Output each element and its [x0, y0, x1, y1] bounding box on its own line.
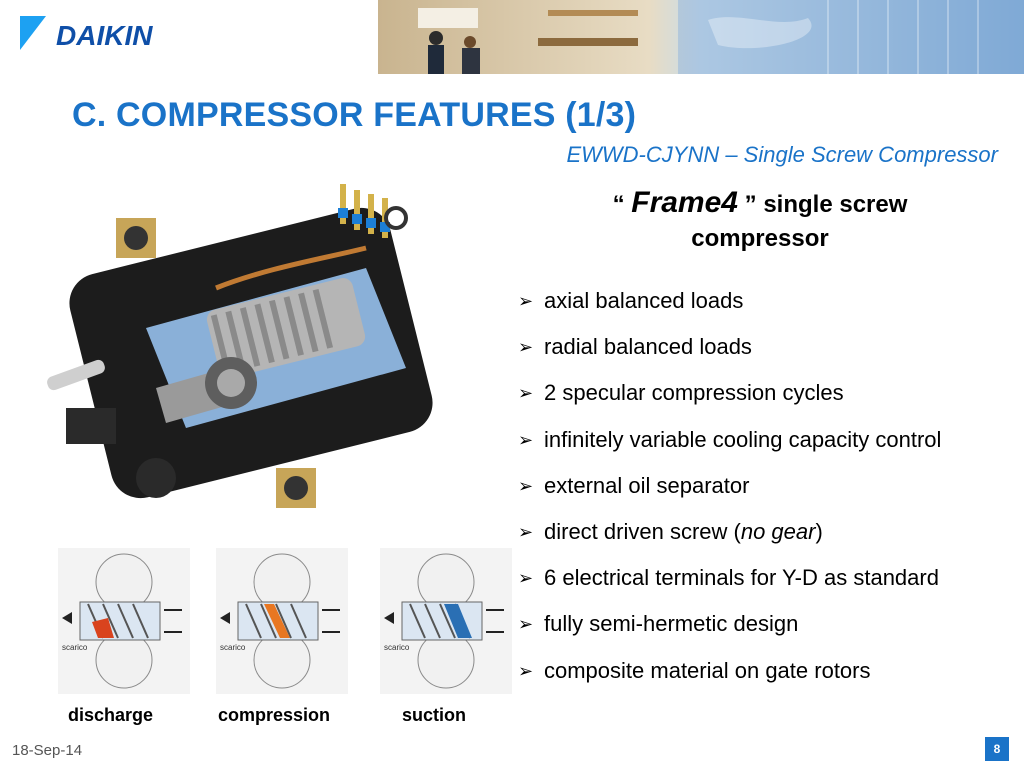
compressor-cutaway-image — [47, 184, 433, 508]
header-banner-image — [378, 0, 1024, 74]
close-quote: ” — [737, 191, 757, 218]
feature-text: direct driven screw (no gear) — [544, 516, 823, 548]
feature-item: ➢ infinitely variable cooling capacity co… — [518, 424, 941, 470]
feature-item: ➢ 6 electrical terminals for Y-D as stand… — [518, 562, 941, 608]
compression-label: compression — [218, 705, 331, 725]
arrow-bullet-icon: ➢ — [518, 291, 534, 311]
diagram-inner-label: scarico — [62, 643, 88, 652]
compression-diagram: scarico — [216, 548, 348, 694]
daikin-logo: DAIKIN — [20, 16, 153, 51]
frame-model: Frame4 — [631, 186, 738, 219]
arrow-bullet-icon: ➢ — [518, 475, 534, 496]
feature-item: ➢ external oil separator — [518, 470, 941, 516]
slide-subtitle: EWWD-CJYNN – Single Screw Compressor — [566, 142, 998, 167]
arrow-bullet-icon: ➢ — [518, 383, 534, 404]
arrow-bullet-icon: ➢ — [518, 337, 534, 358]
feature-text: external oil separator — [544, 472, 750, 498]
feature-text: fully semi-hermetic design — [544, 611, 799, 637]
slide-date: 18-Sep-14 — [12, 742, 83, 759]
feature-text-after: ) — [815, 518, 823, 544]
feature-text: axial balanced loads — [544, 288, 744, 313]
discharge-diagram: scarico — [58, 548, 190, 694]
feature-text: 6 electrical terminals for Y-D as standa… — [544, 565, 939, 591]
frame-heading-line1: “ Frame4 ” single screw — [560, 186, 960, 222]
feature-item: ➢ direct driven screw (no gear) — [518, 516, 941, 562]
feature-item: ➢ 2 specular compression cycles — [518, 377, 941, 423]
suction-label: suction — [402, 705, 467, 725]
frame-heading-rest: single screw — [756, 191, 908, 218]
feature-text-italic: no gear — [740, 518, 816, 544]
suction-diagram: scarico — [380, 548, 512, 694]
feature-text: infinitely variable cooling capacity con… — [544, 426, 942, 452]
feature-text-before: direct driven screw ( — [544, 518, 741, 544]
page-number: 8 — [985, 737, 1009, 761]
svg-text:DAIKIN: DAIKIN — [56, 20, 153, 51]
frame-heading: “ Frame4 ” single screw compressor — [560, 186, 960, 256]
discharge-label: discharge — [68, 705, 154, 725]
feature-item: ➢ radial balanced loads — [518, 331, 941, 377]
diagram-inner-label: scarico — [384, 643, 410, 652]
arrow-bullet-icon: ➢ — [518, 614, 534, 635]
arrow-bullet-icon: ➢ — [518, 429, 534, 450]
feature-text: 2 specular compression cycles — [544, 380, 844, 406]
arrow-bullet-icon: ➢ — [518, 521, 534, 542]
feature-list: ➢ axial balanced loads ➢ radial balanced l… — [518, 285, 941, 701]
feature-item: ➢ axial balanced loads — [518, 285, 941, 331]
feature-item: ➢ composite material on gate rotors — [518, 655, 941, 701]
arrow-bullet-icon: ➢ — [518, 568, 534, 589]
feature-text: composite material on gate rotors — [544, 657, 871, 683]
arrow-bullet-icon: ➢ — [518, 660, 534, 681]
feature-item: ➢ fully semi-hermetic design — [518, 608, 941, 654]
slide-title: C. COMPRESSOR FEATURES (1/3) — [72, 96, 637, 134]
feature-text: radial balanced loads — [544, 334, 752, 360]
diagram-inner-label: scarico — [220, 643, 246, 652]
frame-heading-line2: compressor — [691, 225, 829, 252]
open-quote: “ — [612, 191, 632, 218]
